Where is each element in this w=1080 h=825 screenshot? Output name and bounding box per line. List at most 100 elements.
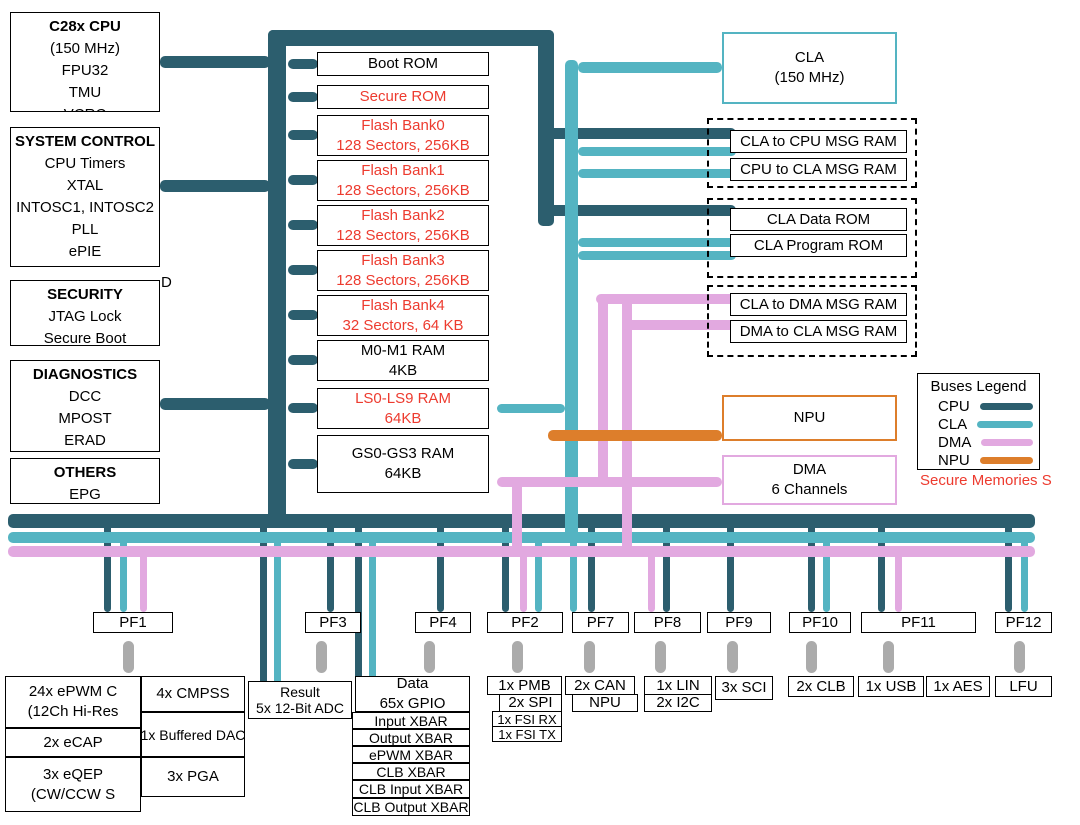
pf7-box: PF7	[572, 612, 629, 633]
m0m1-ram-size: 4KB	[388, 361, 418, 379]
eqep-box: 3x eQEP (CW/CCW S	[5, 757, 141, 812]
cpu-bus-drop-pf10	[808, 520, 815, 612]
cla-bus-drop-pf7	[570, 537, 577, 612]
diagnostics-line: MPOST	[58, 410, 112, 427]
epwm-line: (12Ch Hi-Res	[27, 703, 119, 720]
stray-text: D	[161, 274, 172, 291]
clb-output-xbar-box: CLB Output XBAR	[352, 798, 470, 816]
legend-label-cla: CLA	[938, 415, 968, 433]
fsi-tx-box: 1x FSI TX	[492, 726, 562, 742]
cpu-bus-drop-pf1	[104, 520, 111, 612]
cpu-stub-flash4	[288, 310, 318, 320]
pf1-box: PF1	[93, 612, 173, 633]
cla-to-cpu-msgram-label: CLA to CPU MSG RAM	[740, 132, 897, 150]
pf12-connector	[1014, 641, 1025, 673]
epwm-xbar-box: ePWM XBAR	[352, 746, 470, 763]
clb-input-xbar-label: CLB Input XBAR	[358, 781, 464, 797]
spi-label: 2x SPI	[508, 694, 553, 711]
pf12-box: PF12	[995, 612, 1052, 633]
clb-input-xbar-box: CLB Input XBAR	[352, 780, 470, 798]
pf9-label: PF9	[725, 613, 753, 631]
pf3-label: PF3	[319, 613, 347, 631]
boot-rom-box: Boot ROM	[317, 52, 489, 76]
dma-bus-vert-a	[598, 294, 608, 486]
lfu-label: LFU	[1009, 677, 1038, 695]
flash-bank2-size: 128 Sectors, 256KB	[336, 226, 470, 244]
gs-ram-size: 64KB	[384, 465, 422, 482]
gpio-label: 65x GPIO	[379, 695, 446, 712]
cla-data-rom-box: CLA Data ROM	[730, 208, 907, 231]
pf3-box: PF3	[305, 612, 361, 633]
flash-bank3-box: Flash Bank3 128 Sectors, 256KB	[317, 250, 489, 291]
can-box: 2x CAN	[565, 676, 635, 695]
pf2-label: PF2	[511, 613, 539, 631]
cla-bus-branch-progrom1	[578, 238, 736, 247]
secure-rom-label: Secure ROM	[359, 88, 447, 105]
buses-legend: Buses Legend CPU CLA DMA NPU	[917, 373, 1040, 470]
pf8-box: PF8	[634, 612, 701, 633]
cpu-bus-top-arm	[268, 30, 554, 46]
cla-to-cpu-msgram-box: CLA to CPU MSG RAM	[730, 130, 907, 153]
pf2-connector	[512, 641, 523, 673]
clb-xbar-label: CLB XBAR	[376, 763, 446, 780]
diagnostics-line: DCC	[68, 388, 102, 405]
flash-bank4-name: Flash Bank4	[361, 296, 445, 314]
m0m1-ram-box: M0-M1 RAM 4KB	[317, 340, 489, 381]
adc-result-label: Result	[280, 684, 320, 700]
sci-box: 3x SCI	[715, 676, 773, 700]
diagnostics-title: DIAGNOSTICS	[32, 366, 138, 383]
cpu-bus-spine	[268, 30, 286, 522]
c28x-cpu-line: FPU32	[61, 62, 109, 79]
npu-periph-label: NPU	[589, 694, 621, 711]
fsi-rx-box: 1x FSI RX	[492, 711, 562, 727]
cpu-bus-drop-pf9	[727, 520, 734, 612]
lin-box: 1x LIN	[644, 676, 712, 695]
pf2-box: PF2	[487, 612, 563, 633]
can-label: 2x CAN	[574, 676, 626, 694]
pf11-label: PF11	[901, 613, 936, 631]
others-line: EPG	[69, 486, 101, 503]
cla-bus-branch-msgram1	[578, 147, 736, 156]
clb-box: 2x CLB	[788, 676, 854, 697]
cpu-bus-swatch	[979, 402, 1033, 410]
usb-label: 1x USB	[865, 677, 917, 695]
clb-output-xbar-label: CLB Output XBAR	[353, 799, 469, 815]
cpu-bus-drop-pf4	[437, 520, 444, 612]
system-control-title: SYSTEM CONTROL	[14, 133, 155, 150]
flash-bank2-name: Flash Bank2	[361, 206, 445, 224]
cpu-bus-drop-pf8	[663, 520, 670, 612]
usb-box: 1x USB	[858, 676, 924, 697]
cpu-stub-flash2	[288, 220, 318, 230]
flash-bank1-name: Flash Bank1	[361, 161, 445, 179]
pf8-connector	[655, 641, 666, 673]
cla-program-rom-label: CLA Program ROM	[753, 236, 884, 254]
legend-label-dma: DMA	[938, 433, 972, 451]
fsi-tx-label: 1x FSI TX	[498, 726, 556, 742]
lin-label: 1x LIN	[656, 676, 700, 694]
cla-title: CLA	[794, 49, 825, 66]
buffered-dac-label: 1x Buffered DAC	[141, 726, 245, 743]
c28x-cpu-line: VCRC	[64, 104, 107, 111]
diagnostics-box: DIAGNOSTICS DCC MPOST ERAD	[10, 360, 160, 452]
system-control-box: SYSTEM CONTROL CPU Timers XTAL INTOSC1, …	[10, 127, 160, 267]
c28x-cpu-box: C28x CPU (150 MHz) FPU32 TMU VCRC	[10, 12, 160, 112]
cpu-bus-branch-msgram	[546, 128, 736, 139]
npu-periph-box: NPU	[572, 694, 638, 712]
dma-title: DMA	[792, 461, 827, 478]
pf11-box: PF11	[861, 612, 976, 633]
legend-title: Buses Legend	[930, 378, 1027, 395]
legend-row-npu: NPU	[918, 451, 1039, 469]
pf1-label: PF1	[119, 613, 147, 631]
gpio-box: Data 65x GPIO	[355, 676, 470, 712]
npu-bus-branch	[548, 430, 722, 441]
dma-bus-swatch	[981, 438, 1033, 446]
legend-label-cpu: CPU	[938, 397, 970, 415]
cla-program-rom-box: CLA Program ROM	[730, 234, 907, 257]
cla-bus-drop-pf1	[120, 537, 127, 612]
diagnostics-line: ERAD	[64, 432, 106, 449]
cpu-stub-lsram	[288, 403, 318, 413]
npu-bus-swatch	[979, 456, 1033, 464]
pf10-connector	[806, 641, 817, 673]
legend-row-dma: DMA	[918, 433, 1039, 451]
flash-bank4-box: Flash Bank4 32 Sectors, 64 KB	[317, 295, 489, 336]
